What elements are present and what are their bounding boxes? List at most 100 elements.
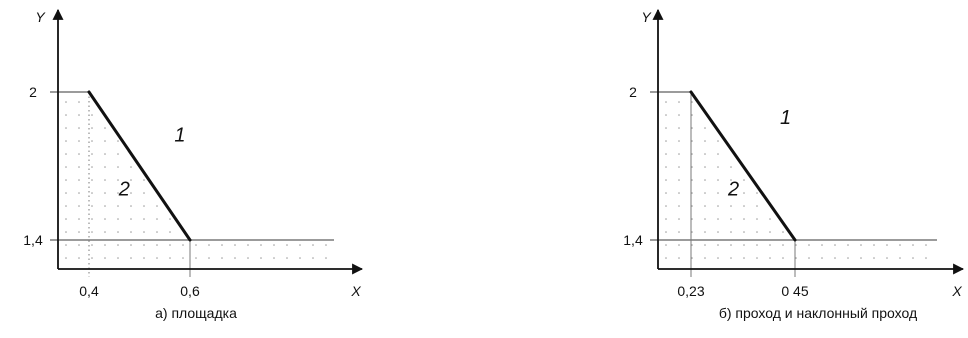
- chart-a-boundary-line: [87, 90, 192, 242]
- chart-b-dot: [717, 166, 719, 168]
- chart-b-y-tick-label: 1,4: [623, 232, 643, 248]
- chart-a-dot: [247, 257, 249, 259]
- chart-a-dot: [117, 140, 119, 142]
- chart-a-dot: [78, 257, 80, 259]
- chart-a-dot: [78, 101, 80, 103]
- chart-b-dot: [691, 153, 693, 155]
- chart-b-dot: [847, 257, 849, 259]
- chart-b-dot: [743, 205, 745, 207]
- chart-b-dot: [782, 231, 784, 233]
- chart-a-dot: [130, 192, 132, 194]
- chart-b-dot: [756, 218, 758, 220]
- chart-b-dot: [691, 166, 693, 168]
- chart-b-dot: [678, 127, 680, 129]
- chart-a-dot: [65, 153, 67, 155]
- chart-b-dot: [665, 192, 667, 194]
- chart-b-dot: [873, 244, 875, 246]
- chart-a-dot: [273, 244, 275, 246]
- chart-b-dot: [678, 231, 680, 233]
- chart-a-dot: [130, 166, 132, 168]
- chart-a-dot: [117, 153, 119, 155]
- chart-a-dot: [104, 140, 106, 142]
- chart-a-dot: [65, 114, 67, 116]
- chart-a-dot: [91, 192, 93, 194]
- chart-a-dot: [143, 231, 145, 233]
- chart-b-dot: [704, 179, 706, 181]
- chart-b-dot: [678, 244, 680, 246]
- chart-b-dot: [704, 231, 706, 233]
- chart-a-dot: [65, 127, 67, 129]
- chart-b-dot: [769, 244, 771, 246]
- chart-b-dot: [717, 244, 719, 246]
- chart-a-dot: [299, 257, 301, 259]
- chart-a-dot: [143, 218, 145, 220]
- chart-a-region-label-2: 2: [118, 179, 130, 201]
- chart-b-dot: [665, 257, 667, 259]
- chart-b-dot: [678, 153, 680, 155]
- chart-b-dot: [691, 140, 693, 142]
- chart-a-dot: [78, 179, 80, 181]
- chart-a-dot: [78, 205, 80, 207]
- chart-a-dot: [312, 244, 314, 246]
- chart-a-dot: [78, 231, 80, 233]
- chart-b-dot: [730, 192, 732, 194]
- chart-b-dot: [665, 218, 667, 220]
- chart-a-dot: [273, 257, 275, 259]
- chart-b-dot: [691, 114, 693, 116]
- chart-a-dot: [104, 127, 106, 129]
- chart-a-dot: [65, 205, 67, 207]
- chart-b-dot: [678, 257, 680, 259]
- chart-b-dot: [730, 218, 732, 220]
- chart-a-dot: [104, 244, 106, 246]
- chart-a-dot: [117, 257, 119, 259]
- chart-b-dot: [743, 179, 745, 181]
- chart-b-dot: [665, 140, 667, 142]
- chart-a-dot: [104, 166, 106, 168]
- chart-a-y-tick-label: 1,4: [23, 232, 43, 248]
- chart-b-dot: [704, 257, 706, 259]
- chart-a-dot: [78, 153, 80, 155]
- chart-b-dot: [717, 179, 719, 181]
- chart-b-dot: [730, 257, 732, 259]
- chart-b-dot: [665, 101, 667, 103]
- chart-b-dot: [717, 205, 719, 207]
- chart-a-dot: [78, 244, 80, 246]
- chart-b-region-label-2: 2: [727, 179, 739, 201]
- chart-b-dot: [717, 257, 719, 259]
- chart-b-dot: [691, 231, 693, 233]
- chart-b-dot: [808, 257, 810, 259]
- chart-a-dot: [117, 179, 119, 181]
- chart-b-dot: [704, 205, 706, 207]
- chart-b-dot: [665, 153, 667, 155]
- chart-b-dot: [665, 166, 667, 168]
- chart-a-dot: [117, 231, 119, 233]
- chart-b-dot: [795, 244, 797, 246]
- chart-b-y-tick-label: 2: [629, 84, 637, 100]
- chart-b-dot: [756, 205, 758, 207]
- chart-b-stipple: [665, 101, 927, 259]
- chart-b-dot: [886, 257, 888, 259]
- chart-b-dot: [756, 257, 758, 259]
- chart-a-dot: [65, 179, 67, 181]
- chart-a-dot: [104, 205, 106, 207]
- chart-a-dot: [65, 244, 67, 246]
- chart-a-dot: [104, 153, 106, 155]
- chart-b-dot: [873, 257, 875, 259]
- chart-b-dot: [743, 192, 745, 194]
- chart-b-dot: [717, 192, 719, 194]
- chart-a-dot: [91, 114, 93, 116]
- chart-a-region-label-1: 1: [174, 124, 185, 146]
- chart-b-dot: [821, 244, 823, 246]
- chart-a-dot: [143, 205, 145, 207]
- chart-b-dot: [678, 101, 680, 103]
- chart-a-dot: [65, 218, 67, 220]
- chart-b-dot: [678, 140, 680, 142]
- chart-a-dot: [91, 205, 93, 207]
- chart-a-dot: [325, 244, 327, 246]
- chart-a-dot: [169, 244, 171, 246]
- chart-a-dot: [247, 244, 249, 246]
- chart-b-dot: [717, 153, 719, 155]
